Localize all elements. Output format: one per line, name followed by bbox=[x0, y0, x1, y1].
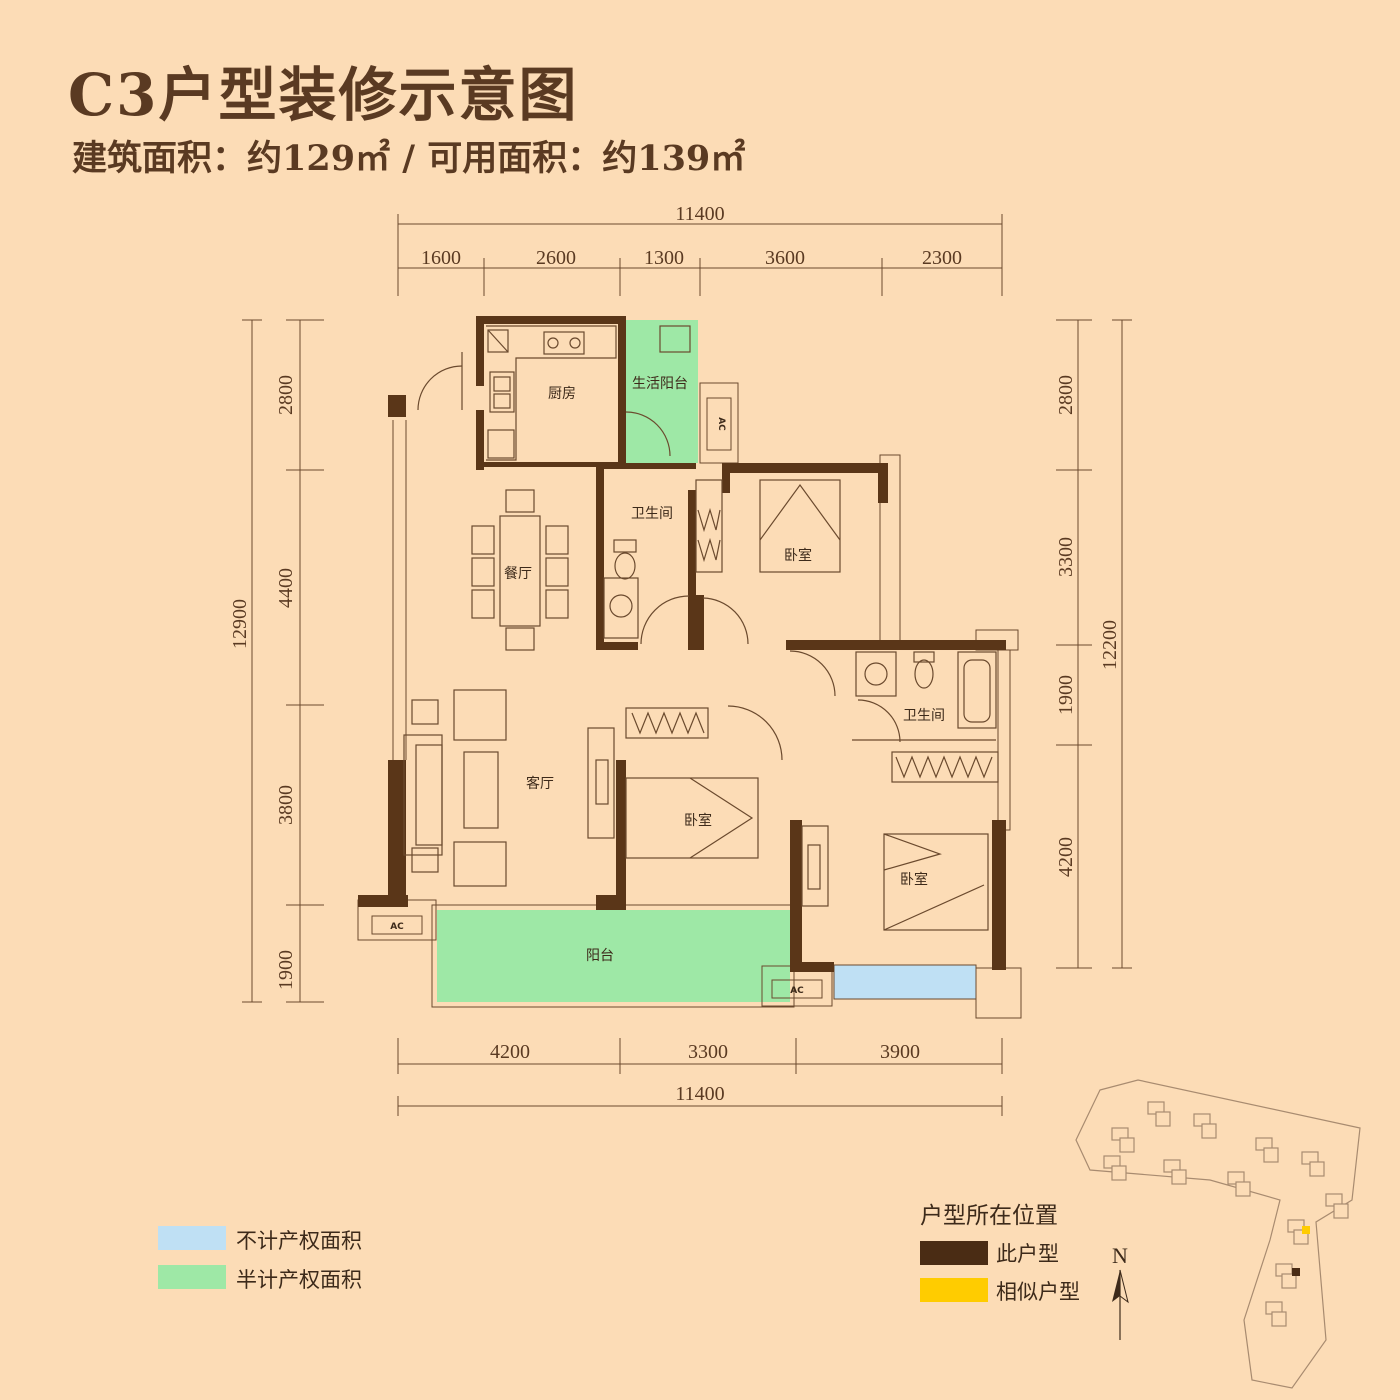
dim-left-total: 12900 bbox=[229, 599, 251, 649]
legend-label-similar-unit: 相似户型 bbox=[996, 1280, 1080, 1304]
dim-bottom-seg: 3300 bbox=[688, 1041, 728, 1063]
dim-left-seg: 3800 bbox=[275, 785, 297, 825]
legend-swatch-this-unit bbox=[920, 1241, 988, 1265]
room-label-kitchen: 厨房 bbox=[548, 386, 576, 402]
room-label-bedroom-2: 卧室 bbox=[684, 812, 712, 829]
dim-right-seg: 3300 bbox=[1055, 537, 1077, 577]
room-label-bath-1: 卫生间 bbox=[631, 506, 673, 522]
dim-top-seg: 3600 bbox=[765, 247, 805, 269]
dim-left-seg: 4400 bbox=[275, 568, 297, 608]
dim-top-seg: 1600 bbox=[421, 247, 461, 269]
room-label-balcony: 阳台 bbox=[586, 948, 614, 964]
dim-bottom-seg: 3900 bbox=[880, 1041, 920, 1063]
dimension-lines bbox=[242, 214, 1132, 1116]
legend-swatch-not-counted bbox=[158, 1226, 226, 1250]
dim-right-total: 12200 bbox=[1099, 620, 1121, 670]
north-label: N bbox=[1112, 1243, 1128, 1268]
room-label-bedroom-1: 卧室 bbox=[784, 547, 812, 564]
dim-bottom-seg: 4200 bbox=[490, 1041, 530, 1063]
room-label-dining: 餐厅 bbox=[504, 566, 532, 582]
walls bbox=[358, 316, 1006, 972]
bay-window-area bbox=[833, 964, 977, 1000]
location-title: 户型所在位置 bbox=[920, 1203, 1058, 1229]
dim-top-total: 11400 bbox=[675, 203, 724, 225]
legend-label-this-unit: 此户型 bbox=[996, 1242, 1059, 1266]
legend-label-half-counted: 半计产权面积 bbox=[236, 1268, 362, 1292]
dim-left-seg: 2800 bbox=[275, 375, 297, 415]
north-arrow-icon bbox=[1112, 1269, 1129, 1340]
page-subtitle: 建筑面积：约129㎡ / 可用面积：约139㎡ bbox=[72, 138, 746, 179]
dim-top-seg: 1300 bbox=[644, 247, 684, 269]
balcony-area bbox=[437, 910, 790, 1002]
room-label-bath-2: 卫生间 bbox=[903, 708, 945, 724]
dim-right-seg: 1900 bbox=[1055, 675, 1077, 715]
legend-swatch-similar-unit bbox=[920, 1278, 988, 1302]
ac-label: AC bbox=[390, 922, 404, 932]
page-title: C3户型装修示意图 bbox=[68, 61, 579, 129]
dim-top-seg: 2600 bbox=[536, 247, 576, 269]
room-label-living: 客厅 bbox=[526, 775, 554, 792]
site-map bbox=[1075, 1079, 1361, 1389]
ac-label: AC bbox=[716, 417, 726, 431]
dim-right-seg: 2800 bbox=[1055, 375, 1077, 415]
legend-swatch-half-counted bbox=[158, 1265, 226, 1289]
dim-bottom-total: 11400 bbox=[675, 1083, 724, 1105]
dim-top-seg: 2300 bbox=[922, 247, 962, 269]
dim-right-seg: 4200 bbox=[1055, 837, 1077, 877]
furniture bbox=[403, 325, 999, 931]
dim-left-seg: 1900 bbox=[275, 950, 297, 990]
ac-label: AC bbox=[790, 986, 804, 996]
room-label-utility-balcony: 生活阳台 bbox=[632, 376, 688, 392]
utility-balcony-area bbox=[626, 320, 698, 463]
room-label-bedroom-3: 卧室 bbox=[900, 871, 928, 888]
legend-label-not-counted: 不计产权面积 bbox=[236, 1229, 362, 1253]
